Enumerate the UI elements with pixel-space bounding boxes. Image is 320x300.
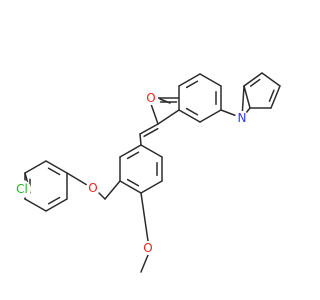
atom-oxygen-carbonyl: O: [144, 91, 158, 105]
bond-line-51: [140, 192, 149, 242]
bond-line-11: [270, 85, 281, 109]
bond-line-16: [243, 85, 251, 109]
bond-line-1: [178, 73, 201, 87]
atom-label-nitrogen-pyrrole: N: [238, 111, 247, 125]
atom-oxygen-ether: O: [86, 181, 100, 195]
bond-line-13: [261, 72, 281, 87]
bond-line-21: [119, 180, 142, 194]
bond-line-6: [199, 109, 222, 123]
bond-line-22: [126, 178, 140, 187]
bond-line-20: [140, 180, 163, 194]
bond-line-48: [98, 192, 106, 200]
bond-line-47: [104, 180, 121, 200]
atom-label-oxygen-carbonyl: O: [146, 91, 155, 105]
molecule-structure-diagram: O N Cl O O: [13, 72, 281, 273]
bond-lines: [24, 72, 281, 273]
bond-line-52: [140, 254, 149, 273]
atom-oxygen-methoxy: O: [141, 241, 155, 255]
atom-labels: O N Cl O O: [13, 91, 249, 255]
atom-nitrogen-pyrrole: N: [235, 111, 249, 125]
bond-line-27: [45, 198, 68, 212]
atom-label-oxygen-ether: O: [88, 181, 97, 195]
bond-line-12: [268, 89, 275, 102]
bond-line-3: [199, 73, 222, 87]
bond-line-34: [47, 167, 61, 176]
bond-line-15: [249, 78, 261, 87]
bond-line-41: [139, 123, 159, 135]
bond-line-39: [157, 109, 180, 125]
bond-line-2: [185, 80, 199, 89]
bond-line-42: [143, 127, 159, 138]
bond-line-38: [159, 98, 171, 104]
bond-line-49: [66, 172, 88, 186]
bond-line-17: [140, 144, 163, 158]
bond-line-14: [243, 72, 263, 87]
atom-chlorine: Cl: [13, 180, 31, 198]
bond-line-28: [47, 196, 61, 205]
atom-label-oxygen-methoxy: O: [143, 241, 152, 255]
atom-label-chlorine: Cl: [16, 182, 28, 196]
bond-line-25: [126, 151, 140, 160]
bond-line-29: [24, 198, 47, 212]
bond-line-8: [185, 107, 199, 116]
bond-line-7: [178, 109, 201, 123]
bond-line-33: [45, 160, 68, 174]
bond-line-43: [139, 133, 142, 146]
bond-line-24: [119, 144, 142, 158]
bond-line-40: [150, 103, 159, 125]
bond-line-32: [24, 160, 47, 174]
